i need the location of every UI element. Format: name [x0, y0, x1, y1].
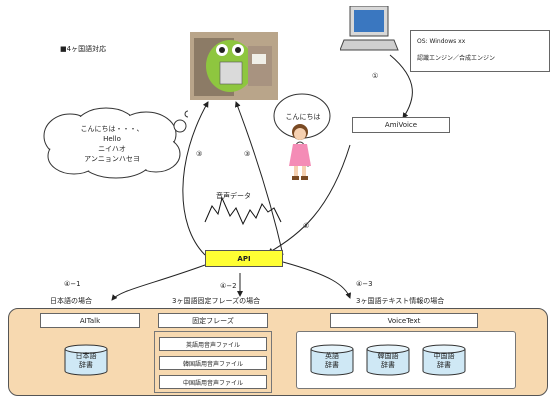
db-line: 韓国語 [377, 352, 399, 360]
db-line: 辞書 [381, 361, 395, 369]
audio-waveform [204, 196, 282, 226]
japanese-dictionary-icon [64, 344, 108, 376]
fixed-phrase-file-list: 英語用音声ファイル 韓国語用音声ファイル 中国語用音声ファイル [154, 331, 272, 393]
robot-photo [190, 32, 278, 100]
db-line: 辞書 [79, 361, 93, 369]
girl-greeting: こんにちは [285, 113, 321, 121]
robot-greeting-line: こんにちは・・・、 [80, 125, 144, 133]
arrow-pc-to-amivoice [389, 54, 413, 119]
computer-icon [340, 6, 399, 51]
step-label-3-left: ③ [196, 150, 203, 158]
arrow-api-to-text [282, 261, 352, 299]
api-box: API [205, 250, 283, 267]
chinese-audio-file: 中国語用音声ファイル [159, 375, 267, 389]
chinese-dictionary-icon [422, 344, 466, 376]
speech-cloud-robot [43, 107, 188, 179]
arrow-amivoice-to-api [267, 144, 351, 254]
robot-greeting-line: アンニョンハセヨ [84, 155, 140, 163]
step-label-4-3: ④−3 [356, 280, 373, 288]
os-engine-panel: OS: Windows xx 認識エンジン／合成エンジン [410, 30, 550, 72]
fixed-phrase-header: 固定フレーズ [158, 313, 268, 328]
os-label: OS: Windows xx [417, 38, 466, 45]
audio-data-label: 音声データ [216, 192, 251, 200]
step-label-2: ② [303, 222, 310, 230]
branch-label-japanese: 日本語の場合 [50, 297, 92, 305]
db-line: 英語 [325, 352, 339, 360]
english-dictionary-label: 英語 辞書 [310, 352, 354, 370]
step-label-3-right: ③ [244, 150, 251, 158]
korean-audio-file: 韓国語用音声ファイル [159, 356, 267, 370]
amivoice-box: AmiVoice [352, 117, 450, 133]
english-dictionary-icon [310, 344, 354, 376]
japanese-dictionary-label: 日本語 辞書 [64, 352, 108, 370]
arrow-api-to-japanese [111, 264, 206, 301]
db-line: 辞書 [325, 361, 339, 369]
step-label-4-1: ④−1 [64, 280, 81, 288]
arrow-api-to-robot-right [234, 101, 284, 256]
engine-label: 認識エンジン／合成エンジン [417, 55, 496, 62]
robot-greeting: こんにちは・・・、 Hello ニイハオ アンニョンハセヨ [62, 124, 162, 164]
voicetext-header: VoiceText [330, 313, 478, 328]
korean-dictionary-icon [366, 344, 410, 376]
robot-greeting-line: Hello [103, 135, 121, 143]
aitalk-header: AITalk [40, 313, 140, 328]
robot-greeting-line: ニイハオ [98, 145, 126, 153]
branch-label-fixed-phrase: 3ヶ国語固定フレーズの場合 [172, 297, 261, 305]
chinese-dictionary-label: 中国語 辞書 [422, 352, 466, 370]
diagram-title: ■4ヶ国語対応 [60, 45, 107, 53]
db-line: 辞書 [437, 361, 451, 369]
english-audio-file: 英語用音声ファイル [159, 337, 267, 351]
branch-label-text-info: 3ヶ国語テキスト情報の場合 [356, 297, 445, 305]
step-label-1: ① [372, 72, 379, 80]
step-label-4-2: ④−2 [220, 282, 237, 290]
db-line: 日本語 [75, 352, 97, 360]
arrow-api-to-robot-left [182, 101, 209, 256]
korean-dictionary-label: 韓国語 辞書 [366, 352, 410, 370]
db-line: 中国語 [433, 352, 455, 360]
girl-icon [289, 124, 311, 180]
